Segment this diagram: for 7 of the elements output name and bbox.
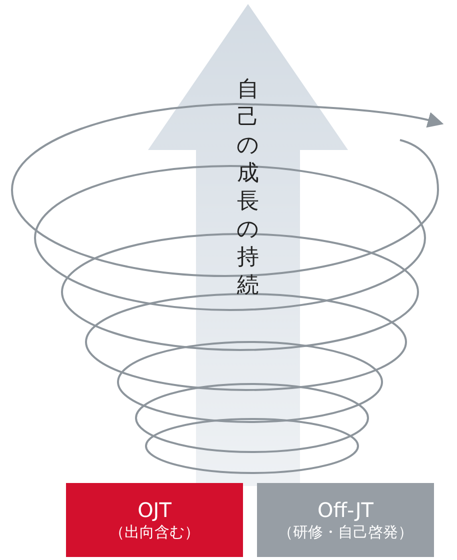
- box-title: Off-JT: [318, 497, 374, 524]
- box-subtitle: （出向含む）: [110, 523, 200, 543]
- box-title: OJT: [138, 497, 172, 524]
- label-box: [66, 483, 243, 557]
- arrow-label: 自己の成長の持続: [236, 76, 260, 300]
- label-box: [257, 483, 434, 557]
- box-subtitle: （研修・自己啓発）: [278, 523, 413, 543]
